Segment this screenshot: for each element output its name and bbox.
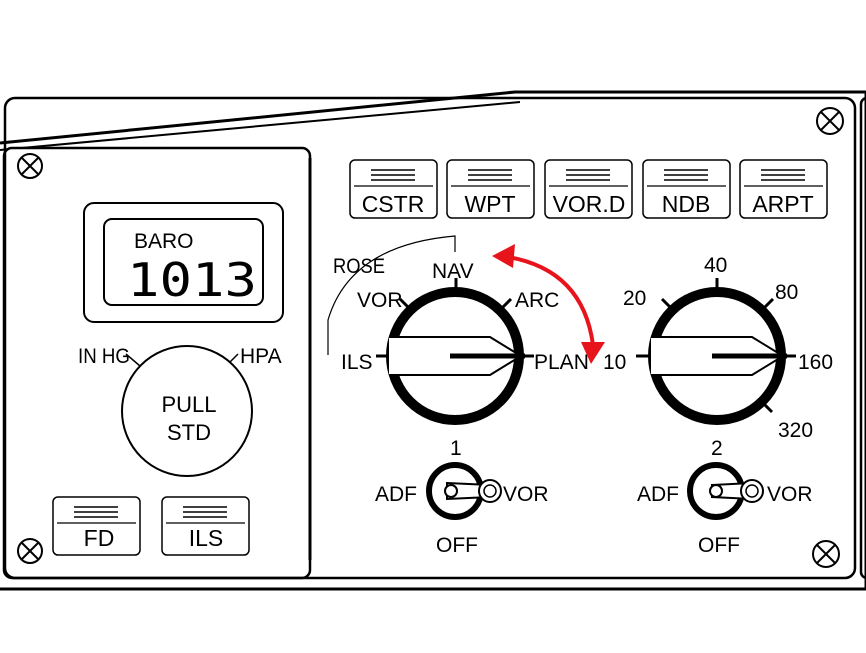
arpt-button[interactable]: ARPT	[739, 159, 828, 219]
toggle-switch-icon[interactable]	[426, 462, 502, 520]
cstr-button-label: CSTR	[362, 191, 425, 217]
baro-unit-inhg: IN HG	[78, 345, 130, 368]
range-320-label: 320	[778, 419, 813, 442]
screw-icon	[17, 538, 43, 564]
range-80-label: 80	[775, 281, 798, 304]
range-10-label: 10	[603, 351, 626, 374]
switch1-number: 1	[450, 437, 462, 460]
efis-panel	[3, 96, 857, 580]
arpt-button-label: ARPT	[752, 191, 813, 217]
range-selector-knob[interactable]	[648, 287, 787, 425]
switch1-vor-label: VOR	[503, 483, 549, 506]
next-panel-edge	[859, 96, 866, 580]
ils-button-label: ILS	[189, 525, 224, 551]
baro-pull-std-knob[interactable]	[121, 345, 253, 477]
ndb-button-label: NDB	[662, 191, 711, 217]
mode-nav-label: NAV	[432, 260, 474, 283]
mode-plan-label: PLAN	[534, 351, 589, 374]
switch2-vor-label: VOR	[767, 483, 813, 506]
panel-housing-inner-top	[0, 101, 521, 151]
baro-unit-hpa: HPA	[240, 345, 282, 368]
wpt-button-label: WPT	[464, 191, 515, 217]
switch2-adf-label: ADF	[637, 483, 679, 506]
baro-value: 1013	[127, 253, 257, 307]
ndb-button[interactable]: NDB	[642, 159, 731, 219]
range-40-label: 40	[704, 254, 727, 277]
curved-double-arrow-icon	[492, 244, 605, 364]
screw-icon	[17, 153, 43, 179]
mode-vor-label: VOR	[357, 289, 403, 312]
screw-icon	[816, 107, 844, 135]
baro-title: BARO	[134, 230, 194, 253]
mode-selector-knob[interactable]	[386, 287, 525, 425]
mode-rose-label: ROSE	[333, 255, 385, 278]
ils-button[interactable]: ILS	[161, 496, 250, 556]
baro-knob-label-pull: PULL	[161, 392, 216, 417]
baro-knob-label-std: STD	[167, 420, 211, 445]
screw-icon	[812, 540, 840, 568]
wpt-button[interactable]: WPT	[446, 159, 535, 219]
rose-bracket	[327, 235, 456, 355]
mode-arc-label: ARC	[515, 289, 559, 312]
vor-d-button[interactable]: VOR.D	[544, 159, 633, 219]
switch2-number: 2	[711, 437, 723, 460]
baro-display-screen	[103, 218, 264, 306]
range-160-label: 160	[798, 351, 833, 374]
switch2-off-label: OFF	[698, 534, 740, 557]
vor-d-button-label: VOR.D	[553, 191, 626, 217]
fd-button-label: FD	[84, 525, 115, 551]
fd-button[interactable]: FD	[52, 496, 141, 556]
switch1-adf-label: ADF	[375, 483, 417, 506]
cstr-button[interactable]: CSTR	[349, 159, 438, 219]
switch1-off-label: OFF	[436, 534, 478, 557]
toggle-switch-icon[interactable]	[687, 462, 764, 520]
range-20-label: 20	[623, 287, 646, 310]
mode-ils-label: ILS	[341, 351, 373, 374]
